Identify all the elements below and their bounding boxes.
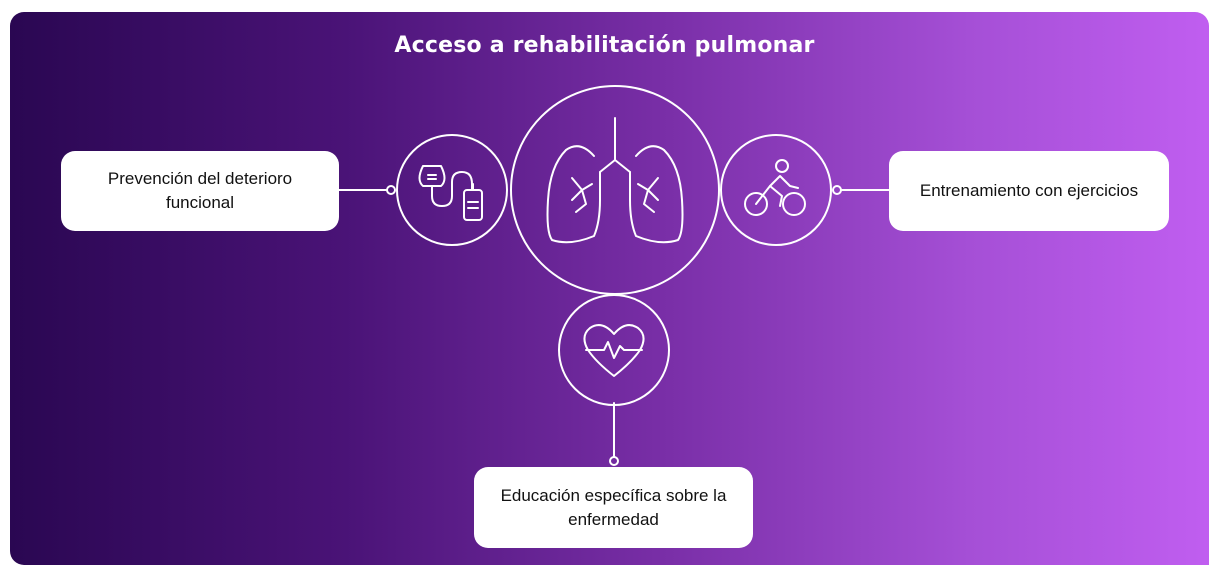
node-box-bottom: Educación específica sobre la enfermedad: [474, 467, 753, 548]
nebulizer-circle: [396, 134, 508, 246]
connector-left-dot: [386, 185, 396, 195]
diagram-title: Acceso a rehabilitación pulmonar: [394, 33, 815, 58]
cyclist-icon: [744, 159, 806, 216]
lungs-icon: [546, 117, 684, 244]
node-label-bottom: Educación específica sobre la enfermedad: [500, 485, 727, 529]
nebulizer-icon: [418, 165, 483, 221]
node-box-left: Prevención del deterioro funcional: [61, 151, 339, 231]
node-label-left: Prevención del deterioro funcional: [107, 169, 293, 212]
node-box-right: Entrenamiento con ejercicios: [889, 151, 1169, 231]
connector-bottom-dot: [609, 456, 619, 466]
connector-right-dot: [832, 185, 842, 195]
cyclist-circle: [720, 134, 832, 246]
heart-heartbeat-icon: [583, 324, 645, 377]
heart-circle: [558, 294, 670, 406]
node-label-right: Entrenamiento con ejercicios: [919, 181, 1139, 200]
lungs-circle: [510, 85, 720, 295]
